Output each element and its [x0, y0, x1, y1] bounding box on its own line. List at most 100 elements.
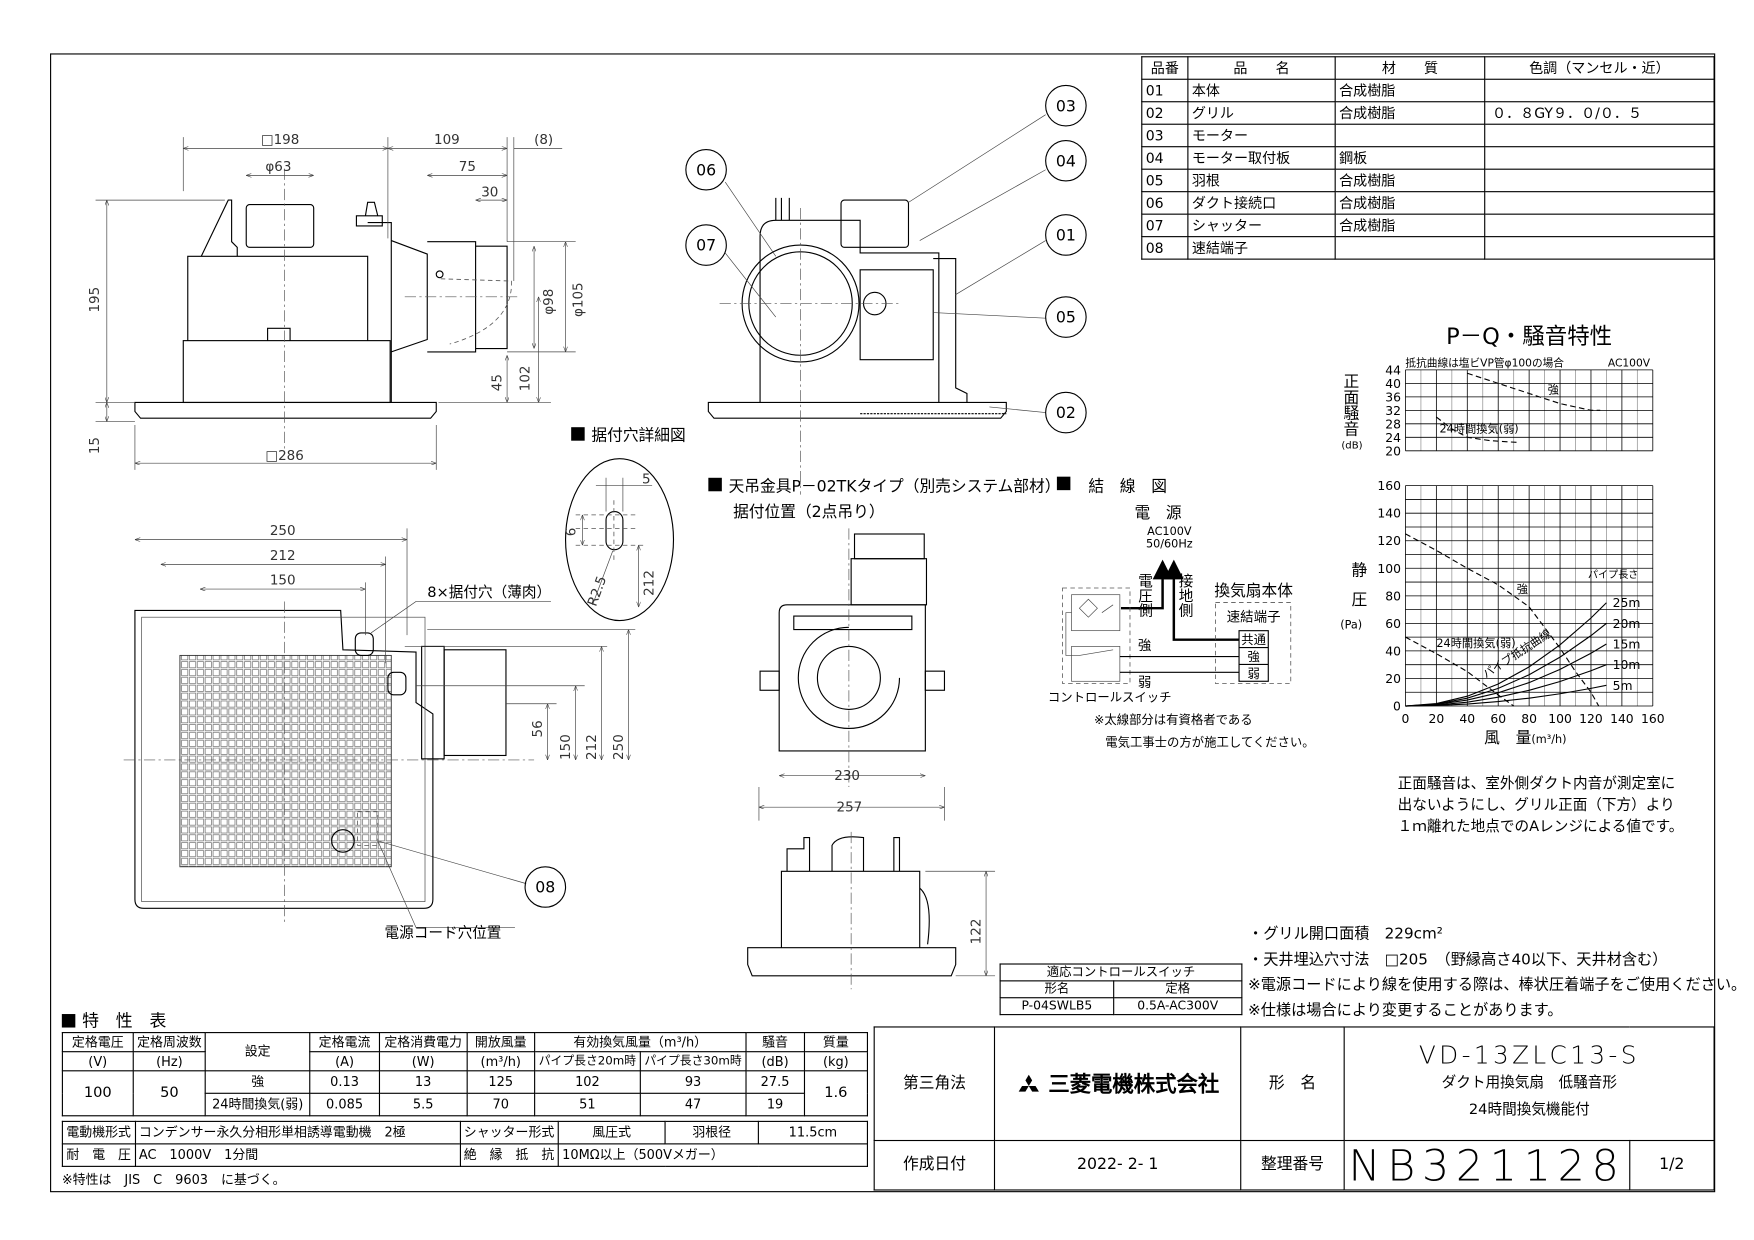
- svg-text:212: 212: [584, 734, 600, 760]
- pq-noise-charts: P－Q・騒音特性 抵抗曲線は塩ビVP管φ100の場合 AC100V 正面騒音 (…: [1340, 324, 1665, 747]
- parts-cell: ０．８GY９．０/０．５: [1484, 101, 1715, 125]
- pipe-curve-label: 5m: [1613, 679, 1633, 693]
- parts-cell: 合成樹脂: [1334, 213, 1486, 238]
- dim-105: φ105: [570, 282, 586, 317]
- parts-cell: 鋼板: [1334, 146, 1486, 170]
- sheet-border: [50, 53, 1716, 1193]
- parts-cell: [1484, 236, 1715, 260]
- y-tick-label: 140: [1377, 507, 1401, 521]
- svg-text:共通: 共通: [1241, 633, 1266, 647]
- svg-text:据付位置（2点吊り）: 据付位置（2点吊り）: [733, 502, 884, 521]
- x-tick-label: 140: [1610, 712, 1634, 726]
- hole-detail: 据付穴詳細図 5 6 R2.5 212: [564, 426, 686, 622]
- pipe-curve-label: 20m: [1613, 617, 1641, 631]
- dim-198: □198: [261, 132, 299, 148]
- parts-table-header: 品番 品 名 材 質 色調（マンセル・近）: [1141, 56, 1715, 80]
- svg-text:56: 56: [530, 720, 546, 737]
- pq-xlabel: 風 量: [1484, 728, 1531, 747]
- series-line: [1405, 636, 1514, 707]
- spec-title: 特 性 表: [61, 1008, 166, 1032]
- pipe-curve-name: パイプ抵抗曲線: [1480, 626, 1554, 681]
- parts-cell: ダクト接続口: [1187, 191, 1336, 215]
- y-tick-label: 100: [1377, 562, 1401, 576]
- x-tick-label: 80: [1521, 712, 1537, 726]
- svg-text:02: 02: [1056, 403, 1076, 422]
- pq-yunit: (Pa): [1340, 618, 1362, 631]
- parts-cell: モーター取付板: [1187, 146, 1336, 170]
- y-tick-label: 36: [1385, 390, 1401, 404]
- pipe-curve: [1405, 643, 1607, 707]
- y-tick-label: 0: [1393, 700, 1401, 714]
- dim-45: 45: [489, 374, 505, 391]
- spec-table: 定格電圧 定格周波数 設定 定格電流 定格消費電力 開放風量 有効換気風量（m³…: [61, 1032, 869, 1117]
- model-number: VD-13ZLC13-S: [1418, 1042, 1640, 1071]
- parts-cell: 02: [1141, 101, 1189, 125]
- dim-286: □286: [265, 448, 303, 464]
- dim-102: 102: [518, 365, 534, 391]
- svg-text:250: 250: [611, 734, 627, 760]
- svg-text:電 源: 電 源: [1135, 503, 1182, 522]
- parts-cell: [1484, 168, 1715, 193]
- chart-condition: AC100V: [1608, 356, 1651, 369]
- y-tick-label: 32: [1385, 404, 1401, 418]
- pipe-legend-title: パイプ長さ: [1588, 569, 1639, 581]
- svg-text:07: 07: [696, 236, 716, 255]
- parts-cell: 05: [1141, 168, 1189, 193]
- parts-cell: シャッター: [1187, 213, 1336, 238]
- x-tick-label: 60: [1490, 712, 1506, 726]
- section-view: [707, 197, 1007, 495]
- parts-cell: 08: [1141, 236, 1189, 260]
- svg-text:R2.5: R2.5: [585, 574, 611, 608]
- svg-text:50/60Hz: 50/60Hz: [1146, 537, 1193, 550]
- parts-cell: [1484, 78, 1715, 103]
- parts-cell: [1484, 146, 1715, 170]
- pipe-curve: [1405, 602, 1607, 707]
- y-tick-label: 44: [1385, 363, 1401, 377]
- parts-cell: 04: [1141, 146, 1189, 170]
- svg-text:03: 03: [1056, 96, 1076, 115]
- y-tick-label: 24: [1385, 431, 1401, 445]
- x-tick-label: 120: [1579, 712, 1603, 726]
- y-tick-label: 60: [1385, 617, 1401, 631]
- dim-75: 75: [459, 159, 476, 175]
- svg-text:8×据付穴（薄肉）: 8×据付穴（薄肉）: [427, 584, 551, 601]
- pipe-curve: [1405, 684, 1607, 707]
- notes: ・グリル開口面積 229cm²・天井埋込穴寸法 □205 （野縁高さ40以下、天…: [1248, 925, 1747, 1020]
- dim-30: 30: [481, 185, 498, 201]
- svg-text:5: 5: [642, 471, 651, 487]
- dim-195: 195: [87, 287, 103, 313]
- noise-ylabel: 正面騒音: [1341, 373, 1360, 436]
- svg-text:強: 強: [1138, 638, 1152, 654]
- svg-text:04: 04: [1056, 151, 1076, 170]
- chart-title: P－Q・騒音特性: [1446, 324, 1612, 350]
- svg-text:06: 06: [696, 160, 716, 179]
- chart-subtitle: 抵抗曲線は塩ビVP管φ100の場合: [1405, 356, 1564, 369]
- dim-8: (8): [534, 132, 553, 148]
- svg-text:05: 05: [1056, 308, 1076, 327]
- y-tick-label: 80: [1385, 589, 1401, 603]
- parts-cell: 03: [1141, 123, 1189, 148]
- parts-cell: [1484, 191, 1715, 215]
- wiring-diagram: 結 線 図 電 源 AC100V 50/60Hz 電圧側 接地側 換気扇本体 速…: [1048, 476, 1315, 749]
- parts-cell: 本体: [1187, 78, 1336, 103]
- dim-109: 109: [434, 132, 460, 148]
- svg-text:※太線部分は有資格者である: ※太線部分は有資格者である: [1094, 712, 1253, 727]
- parts-cell: 06: [1141, 191, 1189, 215]
- svg-text:257: 257: [837, 800, 863, 816]
- svg-text:212: 212: [270, 548, 296, 564]
- y-tick-label: 20: [1385, 444, 1401, 458]
- y-tick-label: 20: [1385, 672, 1401, 686]
- series-label: 強: [1517, 583, 1528, 596]
- svg-text:強: 強: [1247, 650, 1259, 664]
- drawing-number: NB321128: [1344, 1139, 1631, 1191]
- dim-98: φ98: [541, 289, 557, 315]
- series-line: [1467, 372, 1601, 411]
